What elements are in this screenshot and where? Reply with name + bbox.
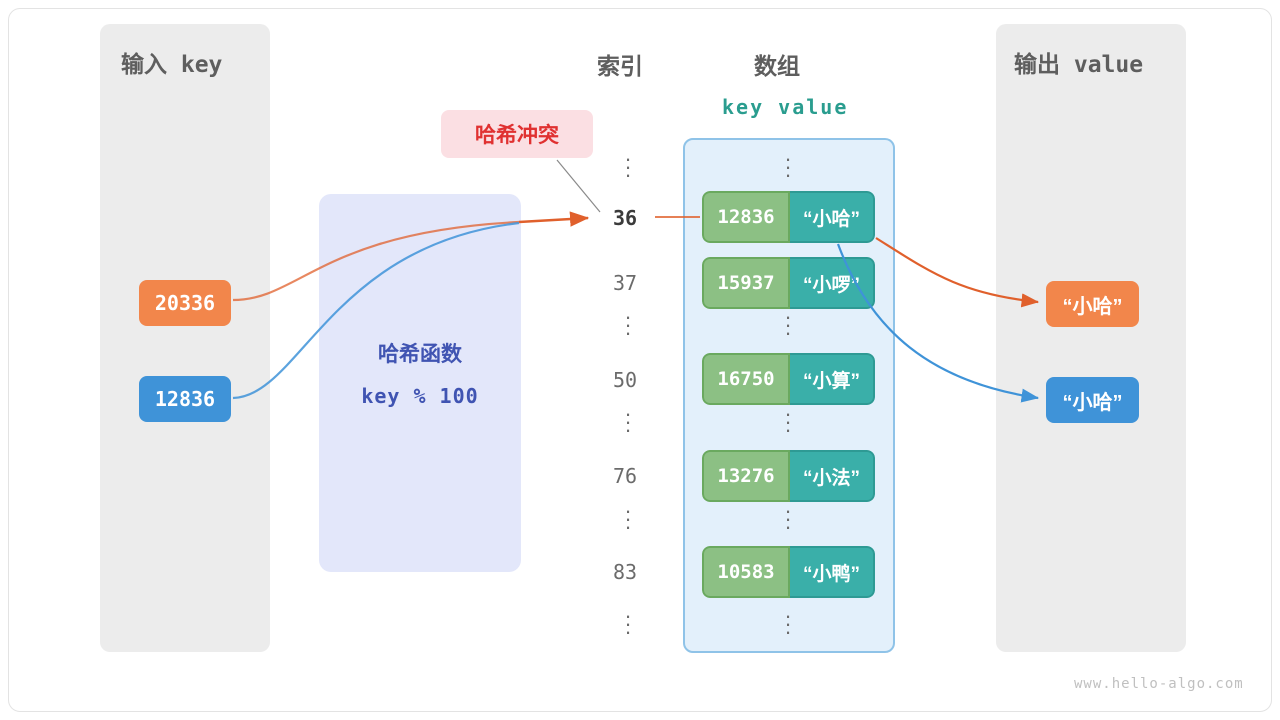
index-ellipsis: ··· [624,304,632,345]
hash-function-box: 哈希函数 key % 100 [319,194,521,572]
input-panel-title: 输入 key [121,52,223,78]
output-value-chip-orange: “小哈” [1046,281,1139,327]
bucket-row: 12836 “小哈” [702,191,875,243]
bucket-value: “小啰” [790,257,875,309]
bucket-value: “小法” [790,450,875,502]
bucket-key: 12836 [702,191,790,243]
array-ellipsis: ··· [784,146,792,187]
collision-callout: 哈希冲突 [441,110,593,158]
hash-function-title: 哈希函数 [378,343,462,366]
bucket-key: 10583 [702,546,790,598]
index-label-76: 76 [612,464,638,488]
key-value-heading: key value [722,95,849,119]
array-column-heading: 数组 [754,53,800,79]
hash-function-formula: key % 100 [361,384,479,408]
array-ellipsis: ··· [784,498,792,539]
input-key-chip-12836: 12836 [139,376,231,422]
array-ellipsis: ··· [784,401,792,442]
output-panel-title: 输出 value [1014,52,1144,78]
watermark: www.hello-algo.com [1074,676,1244,692]
bucket-row: 10583 “小鸭” [702,546,875,598]
index-ellipsis: ··· [624,401,632,442]
index-ellipsis: ··· [624,603,632,644]
index-column-heading: 索引 [597,53,643,79]
bucket-key: 13276 [702,450,790,502]
bucket-row: 16750 “小算” [702,353,875,405]
index-ellipsis: ··· [624,146,632,187]
bucket-value: “小哈” [790,191,875,243]
array-ellipsis: ··· [784,304,792,345]
bucket-key: 15937 [702,257,790,309]
array-ellipsis: ··· [784,603,792,644]
index-label-83: 83 [612,560,638,584]
index-label-36: 36 [612,206,638,230]
input-key-chip-20336: 20336 [139,280,231,326]
bucket-row: 13276 “小法” [702,450,875,502]
index-ellipsis: ··· [624,498,632,539]
input-panel [100,24,270,652]
bucket-row: 15937 “小啰” [702,257,875,309]
bucket-value: “小算” [790,353,875,405]
output-panel [996,24,1186,652]
index-label-37: 37 [612,271,638,295]
bucket-value: “小鸭” [790,546,875,598]
output-value-chip-blue: “小哈” [1046,377,1139,423]
bucket-key: 16750 [702,353,790,405]
index-label-50: 50 [612,368,638,392]
